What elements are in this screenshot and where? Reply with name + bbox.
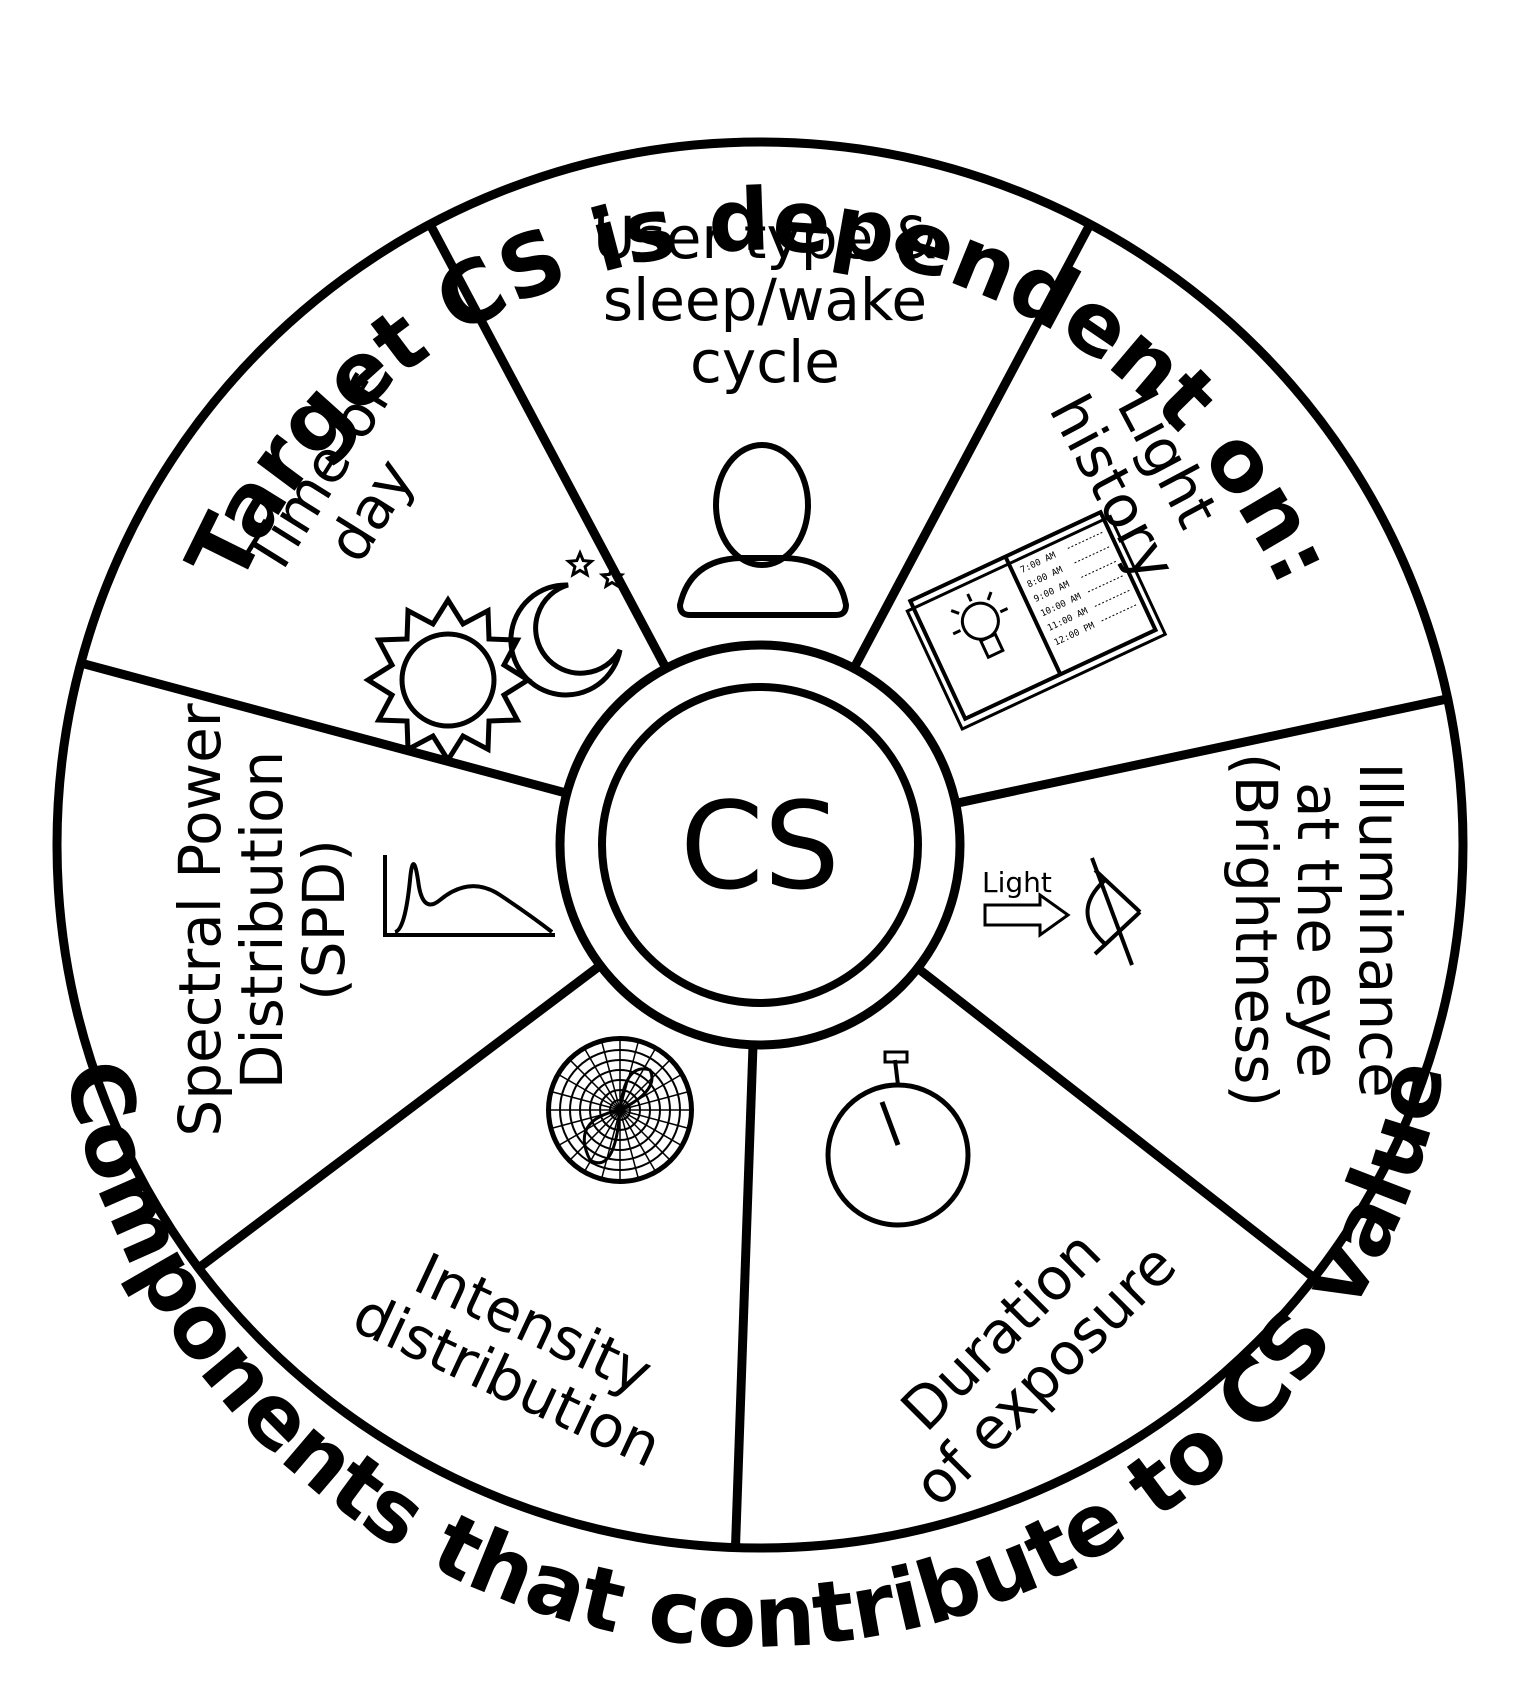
spectrum-graph-icon	[383, 855, 555, 937]
segment-divider	[425, 222, 671, 671]
segment-spd: Spectral Power Distribution (SPD)	[166, 703, 555, 1137]
sun-icon	[363, 595, 533, 765]
segment-intensity: Intensity distribution	[343, 1036, 694, 1481]
segment-divider	[954, 694, 1449, 808]
segment-dividers	[79, 222, 1449, 1548]
polar-grid-icon	[546, 1036, 694, 1184]
segment-divider	[79, 658, 568, 798]
segment-divider	[730, 1044, 758, 1548]
segment-divider	[914, 964, 1317, 1282]
segment-user-type: User type & sleep/wake cycle	[593, 204, 937, 618]
segment-divider	[849, 222, 1095, 671]
sun-moon-icon	[363, 549, 626, 765]
eye-cornea	[1085, 878, 1107, 946]
eye-light-icon: Light	[982, 857, 1142, 966]
outer-bottom-label: Components that contribute to CS value	[45, 1051, 1466, 1668]
segment-label-line: Illuminance	[1346, 762, 1414, 1097]
center-label: CS	[680, 778, 840, 917]
light-arrow	[983, 892, 1071, 938]
person-icon	[676, 442, 850, 618]
segment-label-line: (Brightness)	[1222, 753, 1290, 1107]
stars-icon	[564, 549, 626, 590]
eye-lids	[1093, 868, 1142, 956]
wheel-frame: CS	[52, 137, 1468, 1553]
center-ring	[598, 683, 922, 1007]
segment-illuminance: Illuminance at the eye (Brightness) Ligh…	[982, 753, 1414, 1107]
segment-label-line: at the eye	[1284, 782, 1352, 1078]
segment-divider	[195, 961, 603, 1272]
segment-label-line: cycle	[690, 328, 840, 396]
inner-ring	[555, 640, 965, 1050]
segment-label-line: User type &	[593, 204, 937, 272]
segment-label-line: Distribution	[228, 751, 296, 1089]
outer-ring	[52, 137, 1468, 1553]
segment-label-line: Spectral Power	[166, 703, 234, 1136]
stopwatch-icon	[825, 1050, 971, 1228]
eye-lens-line	[1090, 857, 1134, 966]
segment-label-line: (SPD)	[290, 839, 358, 1001]
moon-icon	[508, 582, 623, 698]
segment-label-line: sleep/wake	[603, 266, 927, 334]
light-arrow-label: Light	[982, 866, 1052, 899]
